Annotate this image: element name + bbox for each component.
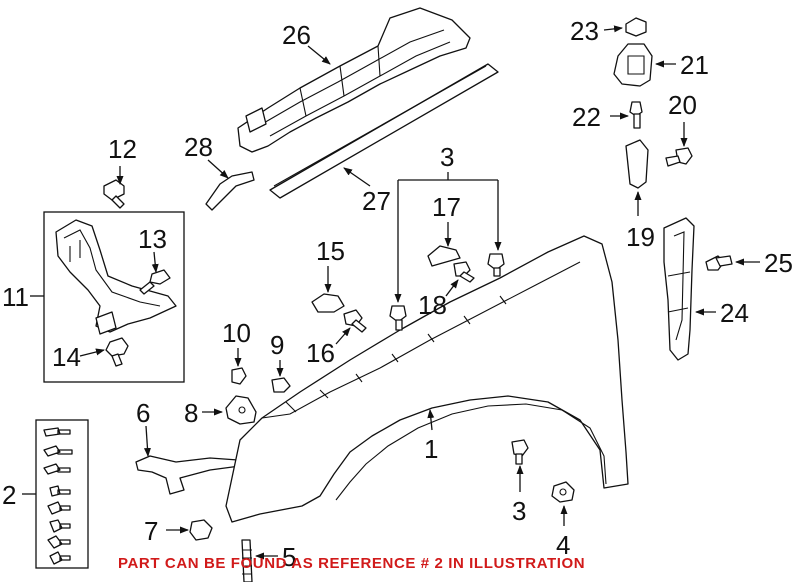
bolt-3-bottom xyxy=(511,439,529,465)
nut-9 xyxy=(271,377,291,393)
callout-15: 15 xyxy=(316,236,345,266)
callout-20: 20 xyxy=(668,90,697,120)
callout-16: 16 xyxy=(306,338,335,368)
callout-6: 6 xyxy=(136,398,150,428)
callout-4: 4 xyxy=(556,530,570,560)
callout-17: 17 xyxy=(432,192,461,222)
small-bracket-part xyxy=(205,171,255,211)
upper-support-part xyxy=(237,7,471,153)
callout-11: 11 xyxy=(2,282,29,312)
clip-7 xyxy=(189,519,213,541)
bolt-3-right xyxy=(487,253,505,277)
bolt-13 xyxy=(139,269,171,295)
bolt-12 xyxy=(103,179,125,209)
callout-labels: 26 27 28 12 11 13 14 2 6 7 5 8 9 10 15 1… xyxy=(2,16,793,572)
bolt-22 xyxy=(629,101,643,129)
callout-12: 12 xyxy=(108,134,137,164)
callout-22: 22 xyxy=(572,102,601,132)
callout-9: 9 xyxy=(270,330,284,360)
callout-18: 18 xyxy=(418,290,447,320)
bracket-19 xyxy=(625,139,649,189)
callout-27: 27 xyxy=(362,186,391,216)
bracket-15 xyxy=(311,293,345,313)
callout-19: 19 xyxy=(626,222,655,252)
callout-14: 14 xyxy=(52,342,81,372)
callout-28: 28 xyxy=(184,132,213,162)
splash-shield-part xyxy=(135,455,241,495)
bolt-14 xyxy=(105,337,129,367)
rail-part xyxy=(269,63,499,199)
callout-3-top: 3 xyxy=(440,142,454,172)
fastener-set-2 xyxy=(43,427,73,565)
callout-1: 1 xyxy=(424,434,438,464)
callout-5: 5 xyxy=(282,542,296,572)
callout-26: 26 xyxy=(282,20,311,50)
bolt-16 xyxy=(343,309,367,333)
bolt-20 xyxy=(665,147,693,167)
callout-24: 24 xyxy=(720,298,749,328)
mount-21 xyxy=(613,43,653,87)
reference-note: PART CAN BE FOUND AS REFERENCE # 2 IN IL… xyxy=(118,555,586,572)
side-panel-24 xyxy=(663,217,695,361)
callout-3-bottom: 3 xyxy=(512,496,526,526)
callout-23: 23 xyxy=(570,16,599,46)
callout-10: 10 xyxy=(222,318,251,348)
mount-bracket-8 xyxy=(225,395,257,425)
callout-8: 8 xyxy=(184,398,198,428)
fender-bracket-part xyxy=(55,219,177,335)
callout-13: 13 xyxy=(138,224,167,254)
callout-25: 25 xyxy=(764,248,793,278)
group-box-11 xyxy=(43,211,185,383)
fastener-25 xyxy=(705,255,733,271)
nut-23 xyxy=(625,17,647,37)
callout-2: 2 xyxy=(2,480,16,510)
bolt-18 xyxy=(453,261,475,283)
leader-lines xyxy=(22,25,760,560)
stud-5 xyxy=(241,539,253,582)
bolt-10 xyxy=(231,367,247,385)
bolt-3-left xyxy=(389,305,407,331)
fender-part xyxy=(225,235,629,523)
callout-7: 7 xyxy=(144,516,158,546)
bracket-17 xyxy=(427,245,461,267)
callout-21: 21 xyxy=(680,50,709,80)
nut-4 xyxy=(551,481,575,503)
